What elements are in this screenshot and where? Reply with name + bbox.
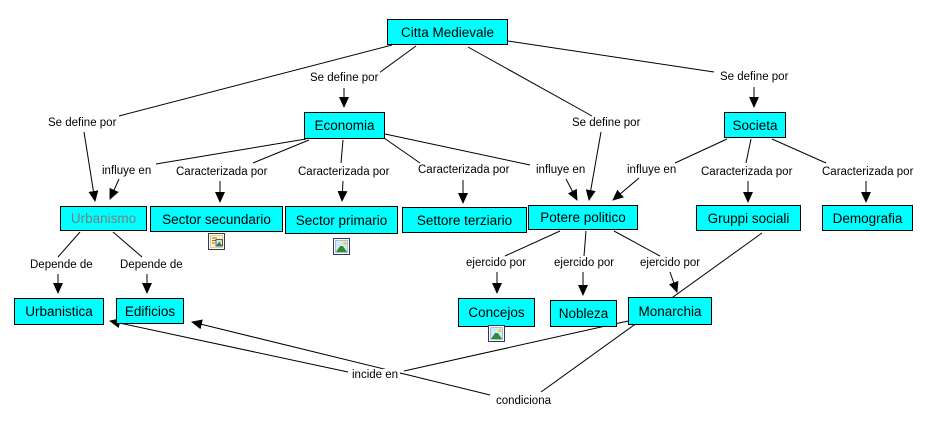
- line-citta-to-sdp-societa: [507, 40, 715, 73]
- node-gruppi-sociali[interactable]: Gruppi sociali: [696, 205, 801, 231]
- link-label-caracterizada-demografia[interactable]: Caracterizada por: [820, 166, 916, 179]
- link-label-condiciona[interactable]: condiciona: [494, 395, 553, 408]
- image-resource-icon[interactable]: [333, 238, 350, 255]
- node-economia[interactable]: Economia: [304, 112, 385, 139]
- document-resource-icon[interactable]: [208, 233, 225, 250]
- arrow-caract-to-primario: [337, 180, 348, 202]
- arrow-incide-to-urbanistica: [109, 318, 349, 373]
- node-potere-politico[interactable]: Potere politico: [528, 205, 638, 230]
- line-potere-to-ejercido-monarchia: [613, 230, 661, 257]
- node-societa[interactable]: Societa: [724, 112, 786, 138]
- node-settore-terziario[interactable]: Settore terziario: [402, 207, 527, 233]
- node-edificios[interactable]: Edificios: [116, 298, 184, 324]
- link-label-se-define-por-economia[interactable]: Se define por: [308, 72, 381, 85]
- node-nobleza[interactable]: Nobleza: [550, 300, 617, 327]
- node-sector-secundario[interactable]: Sector secundario: [150, 206, 283, 232]
- line-societa-to-caract-gruppi: [745, 138, 752, 164]
- link-label-influye-en-econ-potere[interactable]: influye en: [534, 164, 588, 177]
- link-label-caracterizada-terziario[interactable]: Caracterizada por: [416, 164, 512, 177]
- link-label-ejercido-por-concejos[interactable]: ejercido por: [464, 257, 529, 270]
- node-demografia[interactable]: Demografia: [822, 205, 913, 231]
- link-label-caracterizada-primario[interactable]: Caracterizada por: [296, 166, 392, 179]
- arrow-sdp-to-potere: [585, 131, 602, 201]
- link-label-ejercido-por-monarchia[interactable]: ejercido por: [638, 257, 703, 270]
- link-label-influye-en-urbanismo[interactable]: influye en: [100, 165, 154, 178]
- arrow-sdp-to-urbanismo: [83, 131, 99, 202]
- link-label-depende-de-urbanistica[interactable]: Depende de: [28, 259, 95, 272]
- link-label-se-define-por-societa[interactable]: Se define por: [718, 71, 791, 84]
- link-label-ejercido-por-nobleza[interactable]: ejercido por: [552, 257, 617, 270]
- line-citta-to-sdp-economia: [378, 45, 417, 74]
- line-economia-to-influye-potere: [384, 133, 531, 166]
- line-potere-to-ejercido-concejos: [504, 230, 561, 257]
- line-potere-to-ejercido-nobleza: [583, 230, 587, 257]
- line-economia-to-influye-urbanismo: [155, 138, 307, 165]
- arrow-condiciona-to-edificios: [191, 319, 491, 396]
- arrow-influye-to-urbanismo: [109, 178, 120, 200]
- image-resource-icon[interactable]: [488, 325, 505, 342]
- node-urbanistica[interactable]: Urbanistica: [14, 298, 104, 325]
- node-urbanismo[interactable]: Urbanismo: [60, 206, 147, 231]
- link-label-caracterizada-gruppi[interactable]: Caracterizada por: [699, 166, 795, 179]
- arrow-influye-soc-to-potere: [612, 177, 640, 201]
- link-label-depende-de-edificios[interactable]: Depende de: [118, 259, 185, 272]
- link-label-incide-en[interactable]: incide en: [350, 369, 401, 382]
- line-societa-to-caract-demografia: [771, 138, 827, 164]
- arrow-influye-econ-to-potere: [565, 178, 578, 201]
- line-economia-to-caract-terziario: [383, 137, 421, 164]
- arrow-ejercido-to-monarchia: [668, 271, 679, 293]
- link-label-se-define-por-potere[interactable]: Se define por: [570, 117, 643, 130]
- link-label-influye-en-soc-potere[interactable]: influye en: [625, 164, 679, 177]
- line-citta-to-sdp-left: [118, 44, 393, 117]
- link-label-se-define-por-left[interactable]: Se define por: [46, 117, 119, 130]
- link-label-caracterizada-secundario[interactable]: Caracterizada por: [174, 166, 270, 179]
- line-economia-to-caract-secundario: [252, 139, 310, 164]
- line-societa-to-influye-potere: [674, 138, 728, 164]
- line-citta-to-sdp-potere: [467, 46, 593, 117]
- line-urbanismo-to-depende-urbanistica: [57, 231, 81, 258]
- line-economia-to-caract-primario: [340, 139, 344, 164]
- line-monarchia-to-incide: [403, 320, 629, 372]
- node-monarchia[interactable]: Monarchia: [628, 297, 712, 325]
- node-sector-primario[interactable]: Sector primario: [285, 206, 398, 234]
- node-citta-medievale[interactable]: Citta Medievale: [387, 19, 508, 45]
- node-concejos[interactable]: Concejos: [458, 298, 535, 327]
- line-urbanismo-to-depende-edificios: [112, 231, 143, 258]
